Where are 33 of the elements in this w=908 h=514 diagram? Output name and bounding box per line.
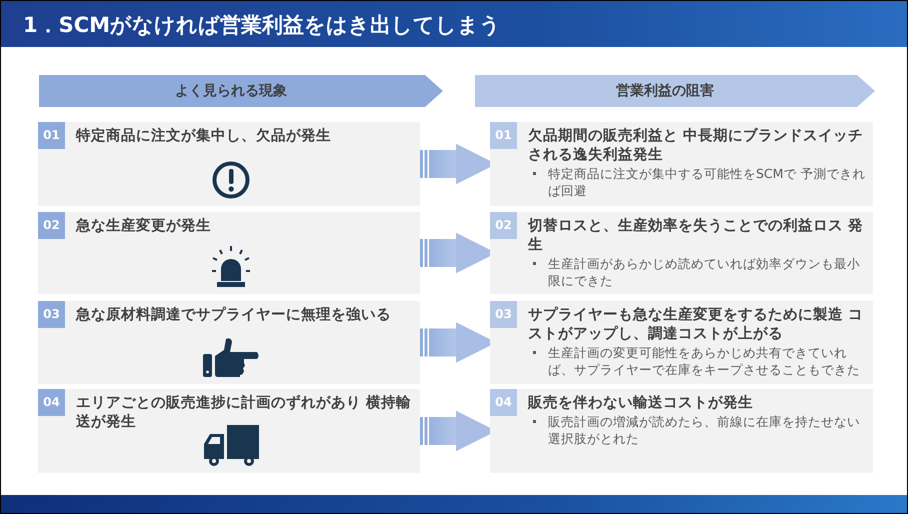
header-text: よく見られる現象 — [174, 82, 288, 100]
item-card — [490, 212, 873, 294]
number-badge: 03 — [490, 301, 517, 328]
bullet-text: 販売計画の増減が読めたら、前線に在庫を持たせない選択肢がとれた — [528, 413, 867, 447]
item-text: 急な原材料調達でサプライヤーに無理を強いる — [76, 306, 392, 325]
number-badge: 02 — [38, 212, 65, 239]
chevron-header — [39, 75, 443, 107]
number-badge: 02 — [490, 212, 517, 239]
number-badge: 04 — [38, 389, 65, 416]
number-badge: 04 — [490, 389, 517, 416]
number-badge: 01 — [490, 122, 517, 149]
number-badge: 03 — [38, 301, 65, 328]
item-heading: 切替ロスと、生産効率を失うことでの利益ロス 発生 — [528, 217, 864, 255]
item-card — [38, 212, 420, 294]
bullet-text: 生産計画の変更可能性をあらかじめ共有できていれば、サプライヤーで在庫をキープさせることもできた — [528, 344, 867, 378]
chevron-header — [475, 75, 875, 107]
item-heading: 販売を伴わない輸送コストが発生 — [528, 394, 754, 413]
item-card — [490, 389, 873, 473]
item-card — [38, 122, 420, 206]
bullet-text: 生産計画があらかじめ読めていれば効率ダウンも最小限にできた — [528, 255, 867, 289]
item-heading: 欠品期間の販売利益と 中長期にブランドスイッチされる逸失利益発生 — [528, 127, 864, 165]
item-text: 急な生産変更が発生 — [76, 217, 212, 236]
bullet-text: 特定商品に注文が集中する可能性をSCMで 予測できれば回避 — [528, 165, 867, 199]
item-text: エリアごとの販売進捗に計画のずれがあり 横持輸送が発生 — [76, 394, 412, 432]
item-card — [38, 301, 420, 384]
item-card — [38, 389, 420, 473]
item-card — [490, 301, 873, 384]
title: 1．SCMがなければ営業利益をはき出してしまう — [23, 12, 502, 39]
item-card — [490, 122, 873, 206]
header-text: 営業利益の阻害 — [615, 82, 715, 100]
item-heading: サプライヤーも急な生産変更をするために製造 コストがアップし、調達コストが上がる — [528, 306, 864, 344]
number-badge: 01 — [38, 122, 65, 149]
item-text: 特定商品に注文が集中し、欠品が発生 — [76, 127, 332, 146]
